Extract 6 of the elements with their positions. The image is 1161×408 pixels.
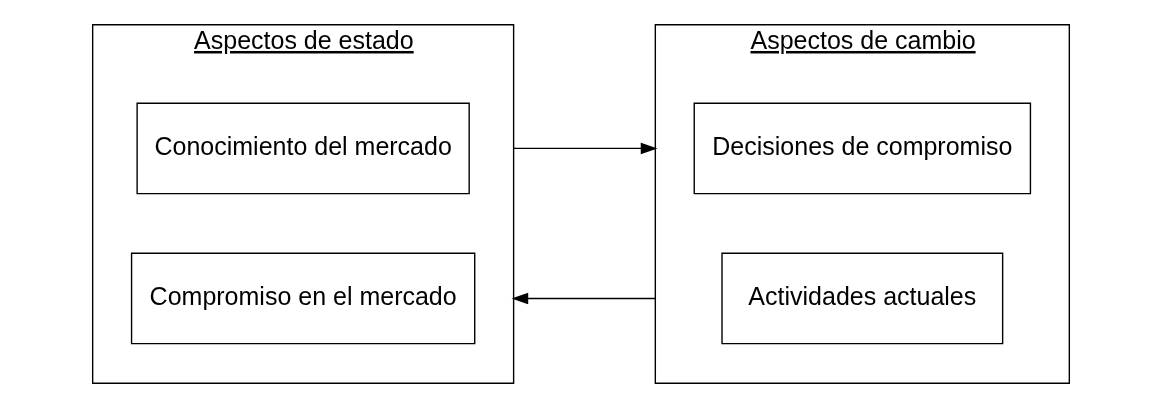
node-box: Conocimiento del mercado xyxy=(135,102,470,195)
arrow xyxy=(512,142,657,155)
node-box: Actividades actuales xyxy=(720,252,1003,345)
arrow xyxy=(511,292,656,305)
node-box: Compromiso en el mercado xyxy=(130,252,475,345)
node-box: Decisiones de compromiso xyxy=(693,102,1031,195)
